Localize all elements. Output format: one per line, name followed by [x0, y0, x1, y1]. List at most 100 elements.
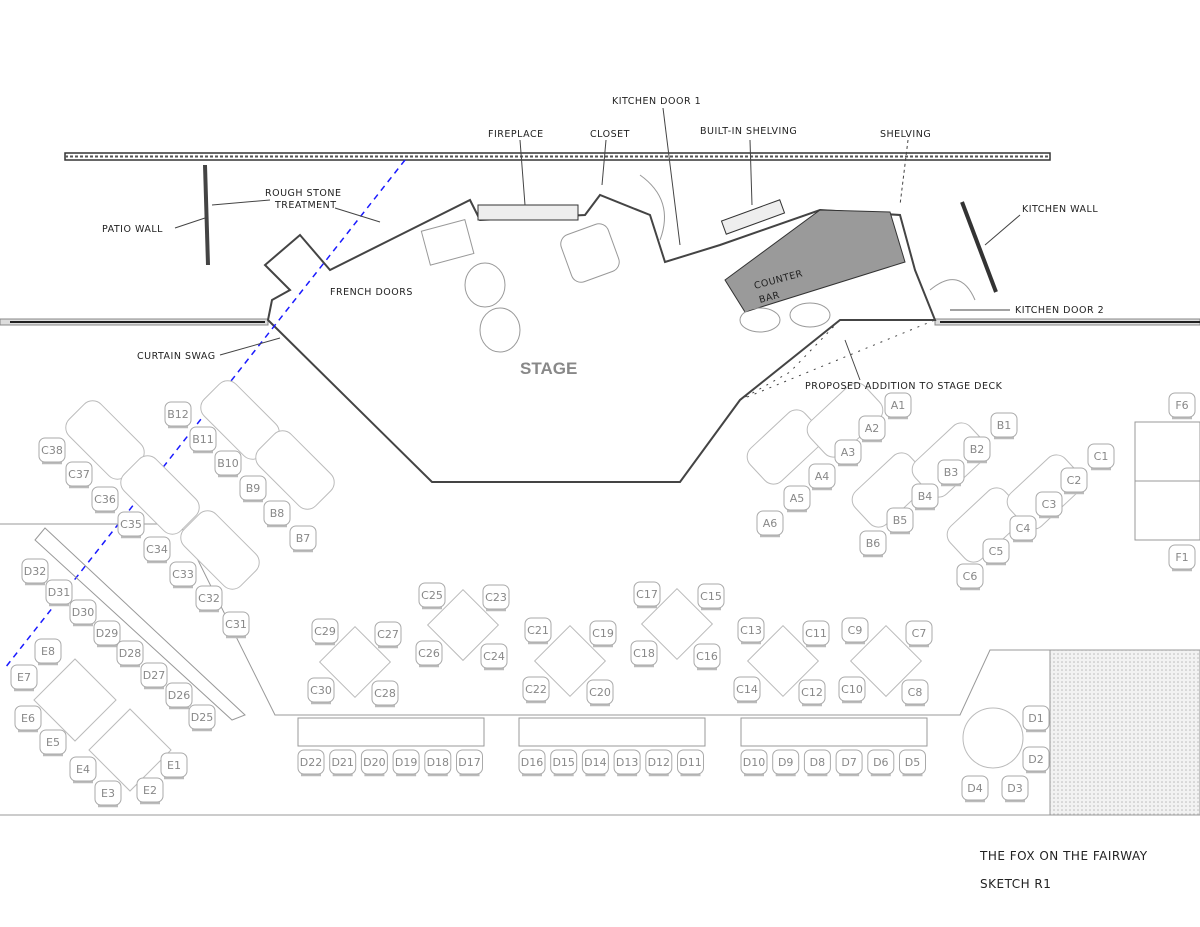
- seat-a5[interactable]: A5: [783, 485, 811, 513]
- seat-d18[interactable]: D18: [424, 749, 452, 777]
- seat-label: C12: [801, 686, 823, 699]
- seat-d25[interactable]: D25: [188, 704, 216, 732]
- seat-c12[interactable]: C12: [798, 679, 826, 707]
- seat-f6[interactable]: F6: [1168, 392, 1196, 420]
- seat-b2[interactable]: B2: [963, 436, 991, 464]
- seat-d29[interactable]: D29: [93, 620, 121, 648]
- seat-c37[interactable]: C37: [65, 461, 93, 489]
- seat-c4[interactable]: C4: [1009, 515, 1037, 543]
- seat-b6[interactable]: B6: [859, 530, 887, 558]
- seat-d6[interactable]: D6: [867, 749, 895, 777]
- seat-e2[interactable]: E2: [136, 777, 164, 805]
- seat-d28[interactable]: D28: [116, 640, 144, 668]
- seat-d10[interactable]: D10: [740, 749, 768, 777]
- seat-d16[interactable]: D16: [518, 749, 546, 777]
- seat-c1[interactable]: C1: [1087, 443, 1115, 471]
- seat-c20[interactable]: C20: [586, 679, 614, 707]
- seat-c14[interactable]: C14: [733, 676, 761, 704]
- seat-d9[interactable]: D9: [772, 749, 800, 777]
- seat-b5[interactable]: B5: [886, 507, 914, 535]
- seat-d19[interactable]: D19: [392, 749, 420, 777]
- seat-c26[interactable]: C26: [415, 640, 443, 668]
- seat-c33[interactable]: C33: [169, 561, 197, 589]
- seat-b8[interactable]: B8: [263, 500, 291, 528]
- seat-d12[interactable]: D12: [645, 749, 673, 777]
- seat-c18[interactable]: C18: [630, 640, 658, 668]
- seat-b12[interactable]: B12: [164, 401, 192, 429]
- seat-c36[interactable]: C36: [91, 486, 119, 514]
- seat-d17[interactable]: D17: [456, 749, 483, 777]
- seat-c7[interactable]: C7: [905, 620, 933, 648]
- seat-d27[interactable]: D27: [140, 662, 168, 690]
- seat-e1[interactable]: E1: [160, 752, 188, 780]
- seat-b10[interactable]: B10: [214, 450, 242, 478]
- seat-c23[interactable]: C23: [482, 584, 510, 612]
- seat-d4[interactable]: D4: [961, 775, 989, 803]
- seat-b3[interactable]: B3: [937, 459, 965, 487]
- seat-c16[interactable]: C16: [693, 643, 721, 671]
- seat-c9[interactable]: C9: [841, 617, 869, 645]
- seat-d32[interactable]: D32: [21, 558, 49, 586]
- seat-d31[interactable]: D31: [45, 579, 73, 607]
- seat-c38[interactable]: C38: [38, 437, 66, 465]
- seat-d15[interactable]: D15: [550, 749, 578, 777]
- seat-c11[interactable]: C11: [802, 620, 830, 648]
- seat-e3[interactable]: E3: [94, 780, 122, 808]
- seat-c24[interactable]: C24: [480, 643, 508, 671]
- counter-bar: [724, 209, 906, 313]
- seat-d20[interactable]: D20: [360, 749, 388, 777]
- seat-b1[interactable]: B1: [990, 412, 1018, 440]
- seat-d8[interactable]: D8: [803, 749, 831, 777]
- seat-c10[interactable]: C10: [838, 676, 866, 704]
- seat-c21[interactable]: C21: [524, 617, 552, 645]
- seat-a1[interactable]: A1: [884, 392, 912, 420]
- seat-c28[interactable]: C28: [371, 680, 399, 708]
- seat-c34[interactable]: C34: [143, 536, 171, 564]
- seat-d13[interactable]: D13: [613, 749, 641, 777]
- seat-c8[interactable]: C8: [901, 679, 929, 707]
- seat-c15[interactable]: C15: [697, 583, 725, 611]
- seat-a3[interactable]: A3: [834, 439, 862, 467]
- seat-e4[interactable]: E4: [69, 756, 97, 784]
- seat-c27[interactable]: C27: [374, 621, 402, 649]
- seat-c19[interactable]: C19: [589, 620, 617, 648]
- seat-b11[interactable]: B11: [189, 426, 217, 454]
- seat-c22[interactable]: C22: [522, 676, 550, 704]
- seat-d26[interactable]: D26: [165, 682, 193, 710]
- seat-c32[interactable]: C32: [195, 585, 223, 613]
- seat-c2[interactable]: C2: [1060, 467, 1088, 495]
- seat-d7[interactable]: D7: [835, 749, 863, 777]
- seat-d22[interactable]: D22: [297, 749, 325, 777]
- seat-c35[interactable]: C35: [117, 511, 145, 539]
- seat-d11[interactable]: D11: [677, 749, 704, 777]
- seat-d14[interactable]: D14: [581, 749, 609, 777]
- fireplace: [477, 204, 579, 221]
- seat-a2[interactable]: A2: [858, 415, 886, 443]
- seat-d1[interactable]: D1: [1022, 705, 1050, 733]
- seat-b9[interactable]: B9: [239, 475, 267, 503]
- seat-a4[interactable]: A4: [808, 463, 836, 491]
- seat-c25[interactable]: C25: [418, 582, 446, 610]
- seat-b4[interactable]: B4: [911, 483, 939, 511]
- seat-e5[interactable]: E5: [39, 729, 67, 757]
- seat-e6[interactable]: E6: [14, 705, 42, 733]
- seat-b7[interactable]: B7: [289, 525, 317, 553]
- seat-c17[interactable]: C17: [633, 581, 661, 609]
- seat-c30[interactable]: C30: [307, 677, 335, 705]
- seat-a6[interactable]: A6: [756, 510, 784, 538]
- seat-c5[interactable]: C5: [982, 538, 1010, 566]
- seat-f1[interactable]: F1: [1168, 544, 1196, 572]
- seat-label: C1: [1094, 450, 1109, 463]
- seat-e7[interactable]: E7: [10, 664, 38, 692]
- seat-d3[interactable]: D3: [1001, 775, 1029, 803]
- seat-d5[interactable]: D5: [899, 749, 926, 777]
- seat-e8[interactable]: E8: [34, 638, 62, 666]
- seat-d21[interactable]: D21: [329, 749, 357, 777]
- seat-c6[interactable]: C6: [956, 563, 984, 591]
- seat-d2[interactable]: D2: [1022, 746, 1050, 774]
- seat-c13[interactable]: C13: [737, 617, 765, 645]
- seat-c3[interactable]: C3: [1035, 491, 1063, 519]
- seat-d30[interactable]: D30: [69, 599, 97, 627]
- seat-c31[interactable]: C31: [222, 611, 250, 639]
- seat-c29[interactable]: C29: [311, 618, 339, 646]
